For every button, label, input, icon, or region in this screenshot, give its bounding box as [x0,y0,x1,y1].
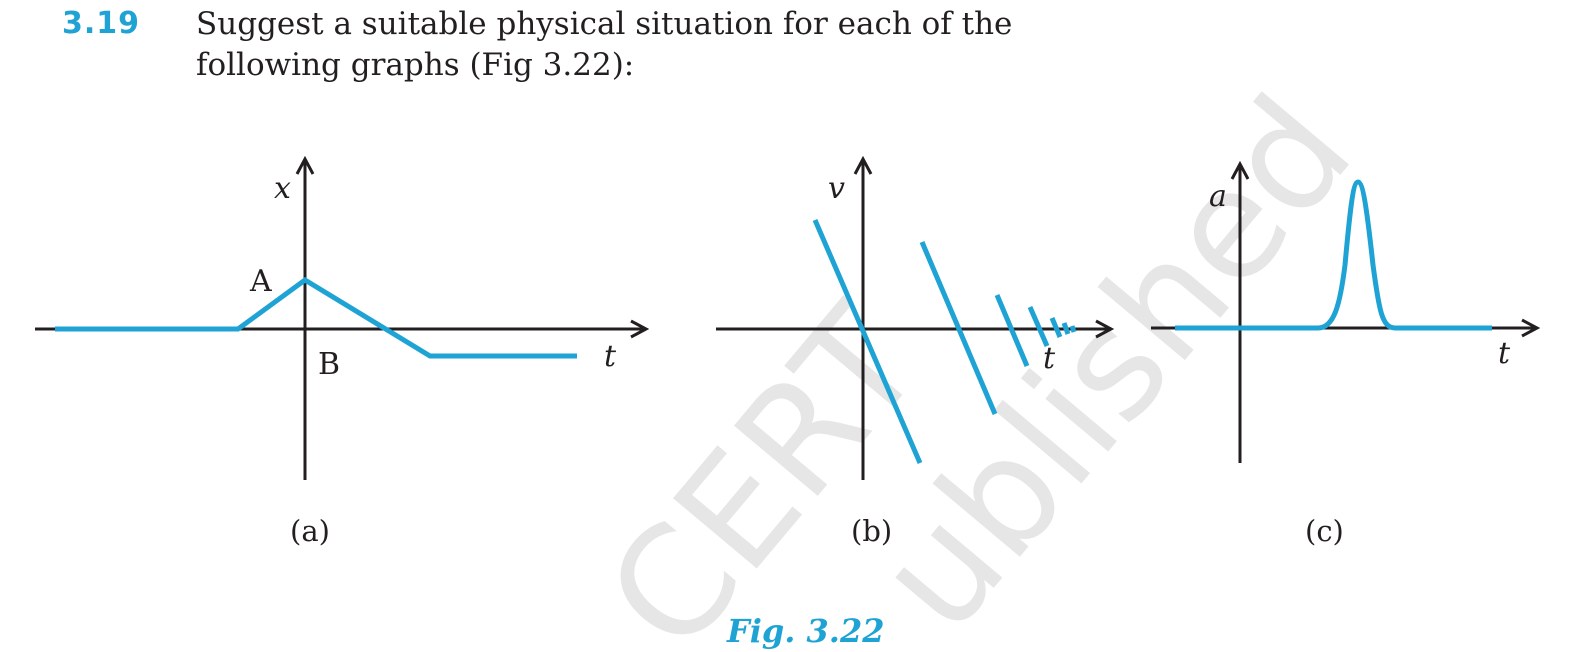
graph-c-pulse-curve [1175,179,1492,331]
question-line-1: Suggest a suitable physical situation fo… [196,6,1013,42]
question-line-2: following graphs (Fig 3.22): [196,47,635,83]
graph-b-segment-2 [919,241,998,415]
graph-b-caption: (b) [851,514,892,548]
graph-a-caption: (a) [290,514,330,548]
graph-a-y-label: x [274,171,291,206]
graph-b-y-label: v [828,171,845,206]
graph-a-curve [55,276,577,359]
graph-b-segment-6 [1061,322,1071,335]
watermark-text-2: ublished [844,65,1385,652]
watermark: CERT ublished [574,65,1385,652]
graph-a-point-a: A [249,264,272,299]
graph-b-segment-3 [994,294,1030,367]
graph-c-y-label: a [1209,179,1227,214]
graph-b-segment-4 [1027,306,1050,347]
question-number: 3.19 [62,6,141,41]
graph-c-caption: (c) [1305,514,1344,548]
graph-b-x-label: t [1043,341,1056,376]
graph-b: v t (b) [716,160,1110,548]
graph-b-segment-5 [1049,317,1063,338]
graph-a-x-label: t [604,339,617,374]
graph-c-x-label: t [1498,336,1511,371]
figure-caption: Fig. 3.22 [726,612,884,650]
question-text: Suggest a suitable physical situation fo… [196,4,1096,86]
graph-c: a t (c) [1151,165,1536,548]
graph-a-point-b: B [318,347,340,382]
graph-b-segment-7 [1069,325,1077,333]
graph-a: x t A B (a) [35,160,645,548]
graph-b-segment-1 [812,219,923,464]
